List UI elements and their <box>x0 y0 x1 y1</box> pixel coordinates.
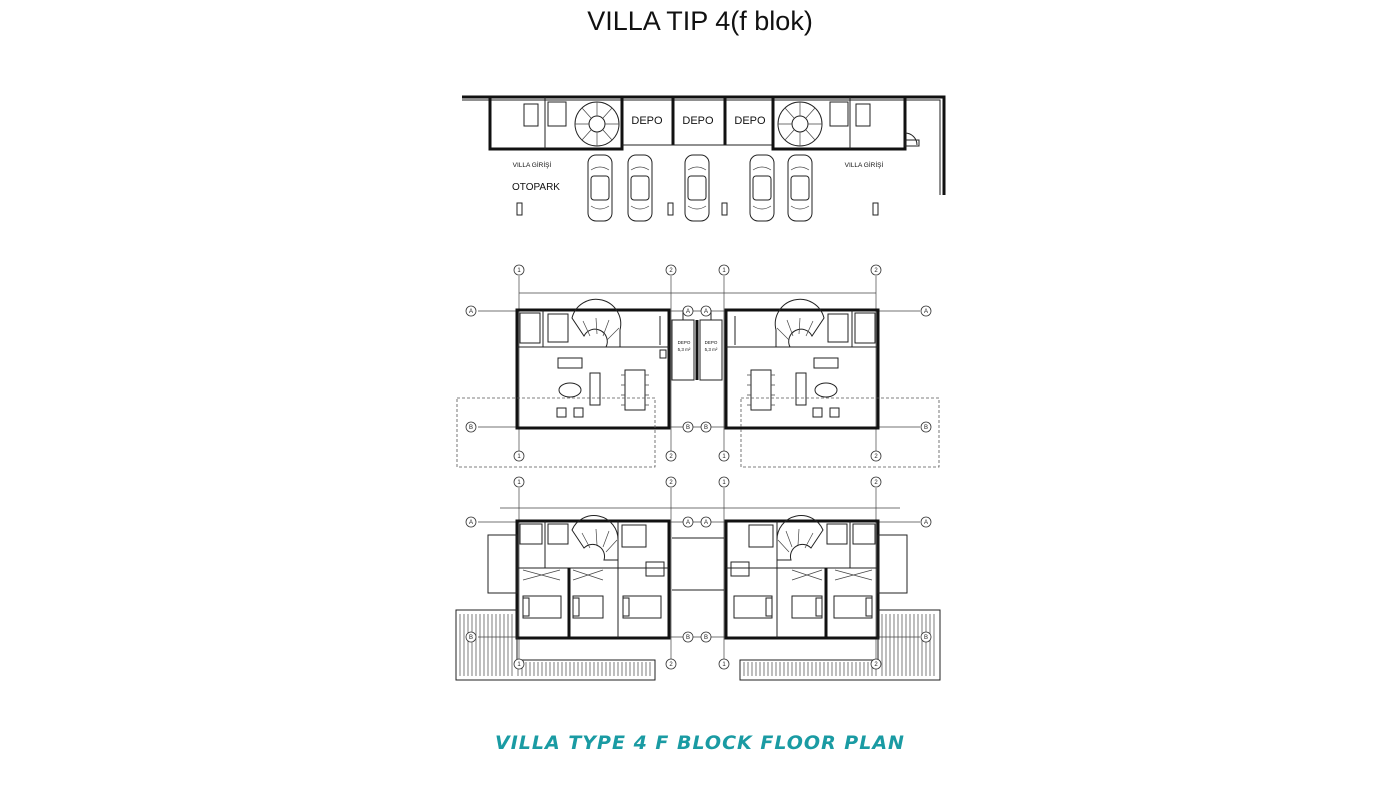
grid-label: 2 <box>669 662 673 668</box>
grid-label: B <box>686 425 690 431</box>
grid-label: A <box>924 309 928 315</box>
car-icon <box>627 154 653 222</box>
grid-label: B <box>469 635 473 641</box>
grid-label: 1 <box>722 454 726 460</box>
villa-entrance-label: VILLA GİRİŞİ <box>845 160 884 169</box>
sofa-icon <box>557 357 583 369</box>
depo-area: 5,3 m² <box>678 347 691 352</box>
car-icon <box>749 154 775 222</box>
depo-area: 5,3 m² <box>705 347 718 352</box>
grid-label: 1 <box>517 454 521 460</box>
grid-label: 1 <box>517 662 521 668</box>
grid-label: 1 <box>517 268 521 274</box>
bed-icon <box>622 595 662 619</box>
grid-label: B <box>704 635 708 641</box>
grid-label: A <box>686 520 690 526</box>
grid-label: B <box>704 425 708 431</box>
grid-label: B <box>469 425 473 431</box>
spiral-stair-icon <box>574 101 620 147</box>
grid-label: B <box>924 425 928 431</box>
spiral-stair-icon <box>571 515 619 561</box>
villa-entrance-label: VILLA GİRİŞİ <box>513 160 552 169</box>
grid-label: 1 <box>517 480 521 486</box>
car-icon <box>684 154 710 222</box>
grid-label: 2 <box>874 454 878 460</box>
grid-label: A <box>924 520 928 526</box>
bed-icon <box>572 595 604 619</box>
grid-label: 1 <box>722 268 726 274</box>
parking-label: OTOPARK <box>512 182 560 193</box>
depo-label: DEPO <box>678 340 691 345</box>
page-title: VILLA TIP 4(f blok) <box>587 6 813 36</box>
grid-label: 2 <box>669 480 673 486</box>
grid-label: 2 <box>874 268 878 274</box>
spiral-stair-icon <box>774 298 825 348</box>
grid-label: A <box>704 309 708 315</box>
storage-label: DEPO <box>734 115 766 127</box>
depo-label: DEPO <box>705 340 718 345</box>
storage-label: DEPO <box>631 115 663 127</box>
grid-label: 2 <box>669 454 673 460</box>
bed-icon <box>522 595 562 619</box>
car-icon <box>587 154 613 222</box>
grid-label: A <box>704 520 708 526</box>
spiral-stair-icon <box>777 101 823 147</box>
bed-icon <box>733 595 773 619</box>
grid-label: 1 <box>722 480 726 486</box>
bed-icon <box>791 595 823 619</box>
grid-label: 2 <box>874 480 878 486</box>
plan-caption: VILLA TYPE 4 F BLOCK FLOOR PLAN <box>495 732 905 754</box>
spiral-stair-icon <box>776 515 824 561</box>
ground-floor-plan: DEPO 5,3 m² DEPO 5,3 m² 1 2 1 2 1 2 <box>456 264 940 468</box>
grid-label: A <box>686 309 690 315</box>
grid-label: B <box>924 635 928 641</box>
storage-label: DEPO <box>682 115 714 127</box>
grid-label: 2 <box>874 662 878 668</box>
grid-label: B <box>686 635 690 641</box>
bed-icon <box>833 595 873 619</box>
car-icon <box>787 154 813 222</box>
first-floor-plan: 1 2 1 2 1 2 1 2 A B A B A B A B <box>455 476 941 681</box>
site-plan: DEPO DEPO DEPO VILLA GİRİŞİ VILLA GİRİŞİ… <box>462 95 946 222</box>
grid-label: A <box>469 309 473 315</box>
grid-label: 1 <box>722 662 726 668</box>
sofa-icon <box>813 357 839 369</box>
grid-label: A <box>469 520 473 526</box>
grid-label: 2 <box>669 268 673 274</box>
spiral-stair-icon <box>571 298 622 348</box>
